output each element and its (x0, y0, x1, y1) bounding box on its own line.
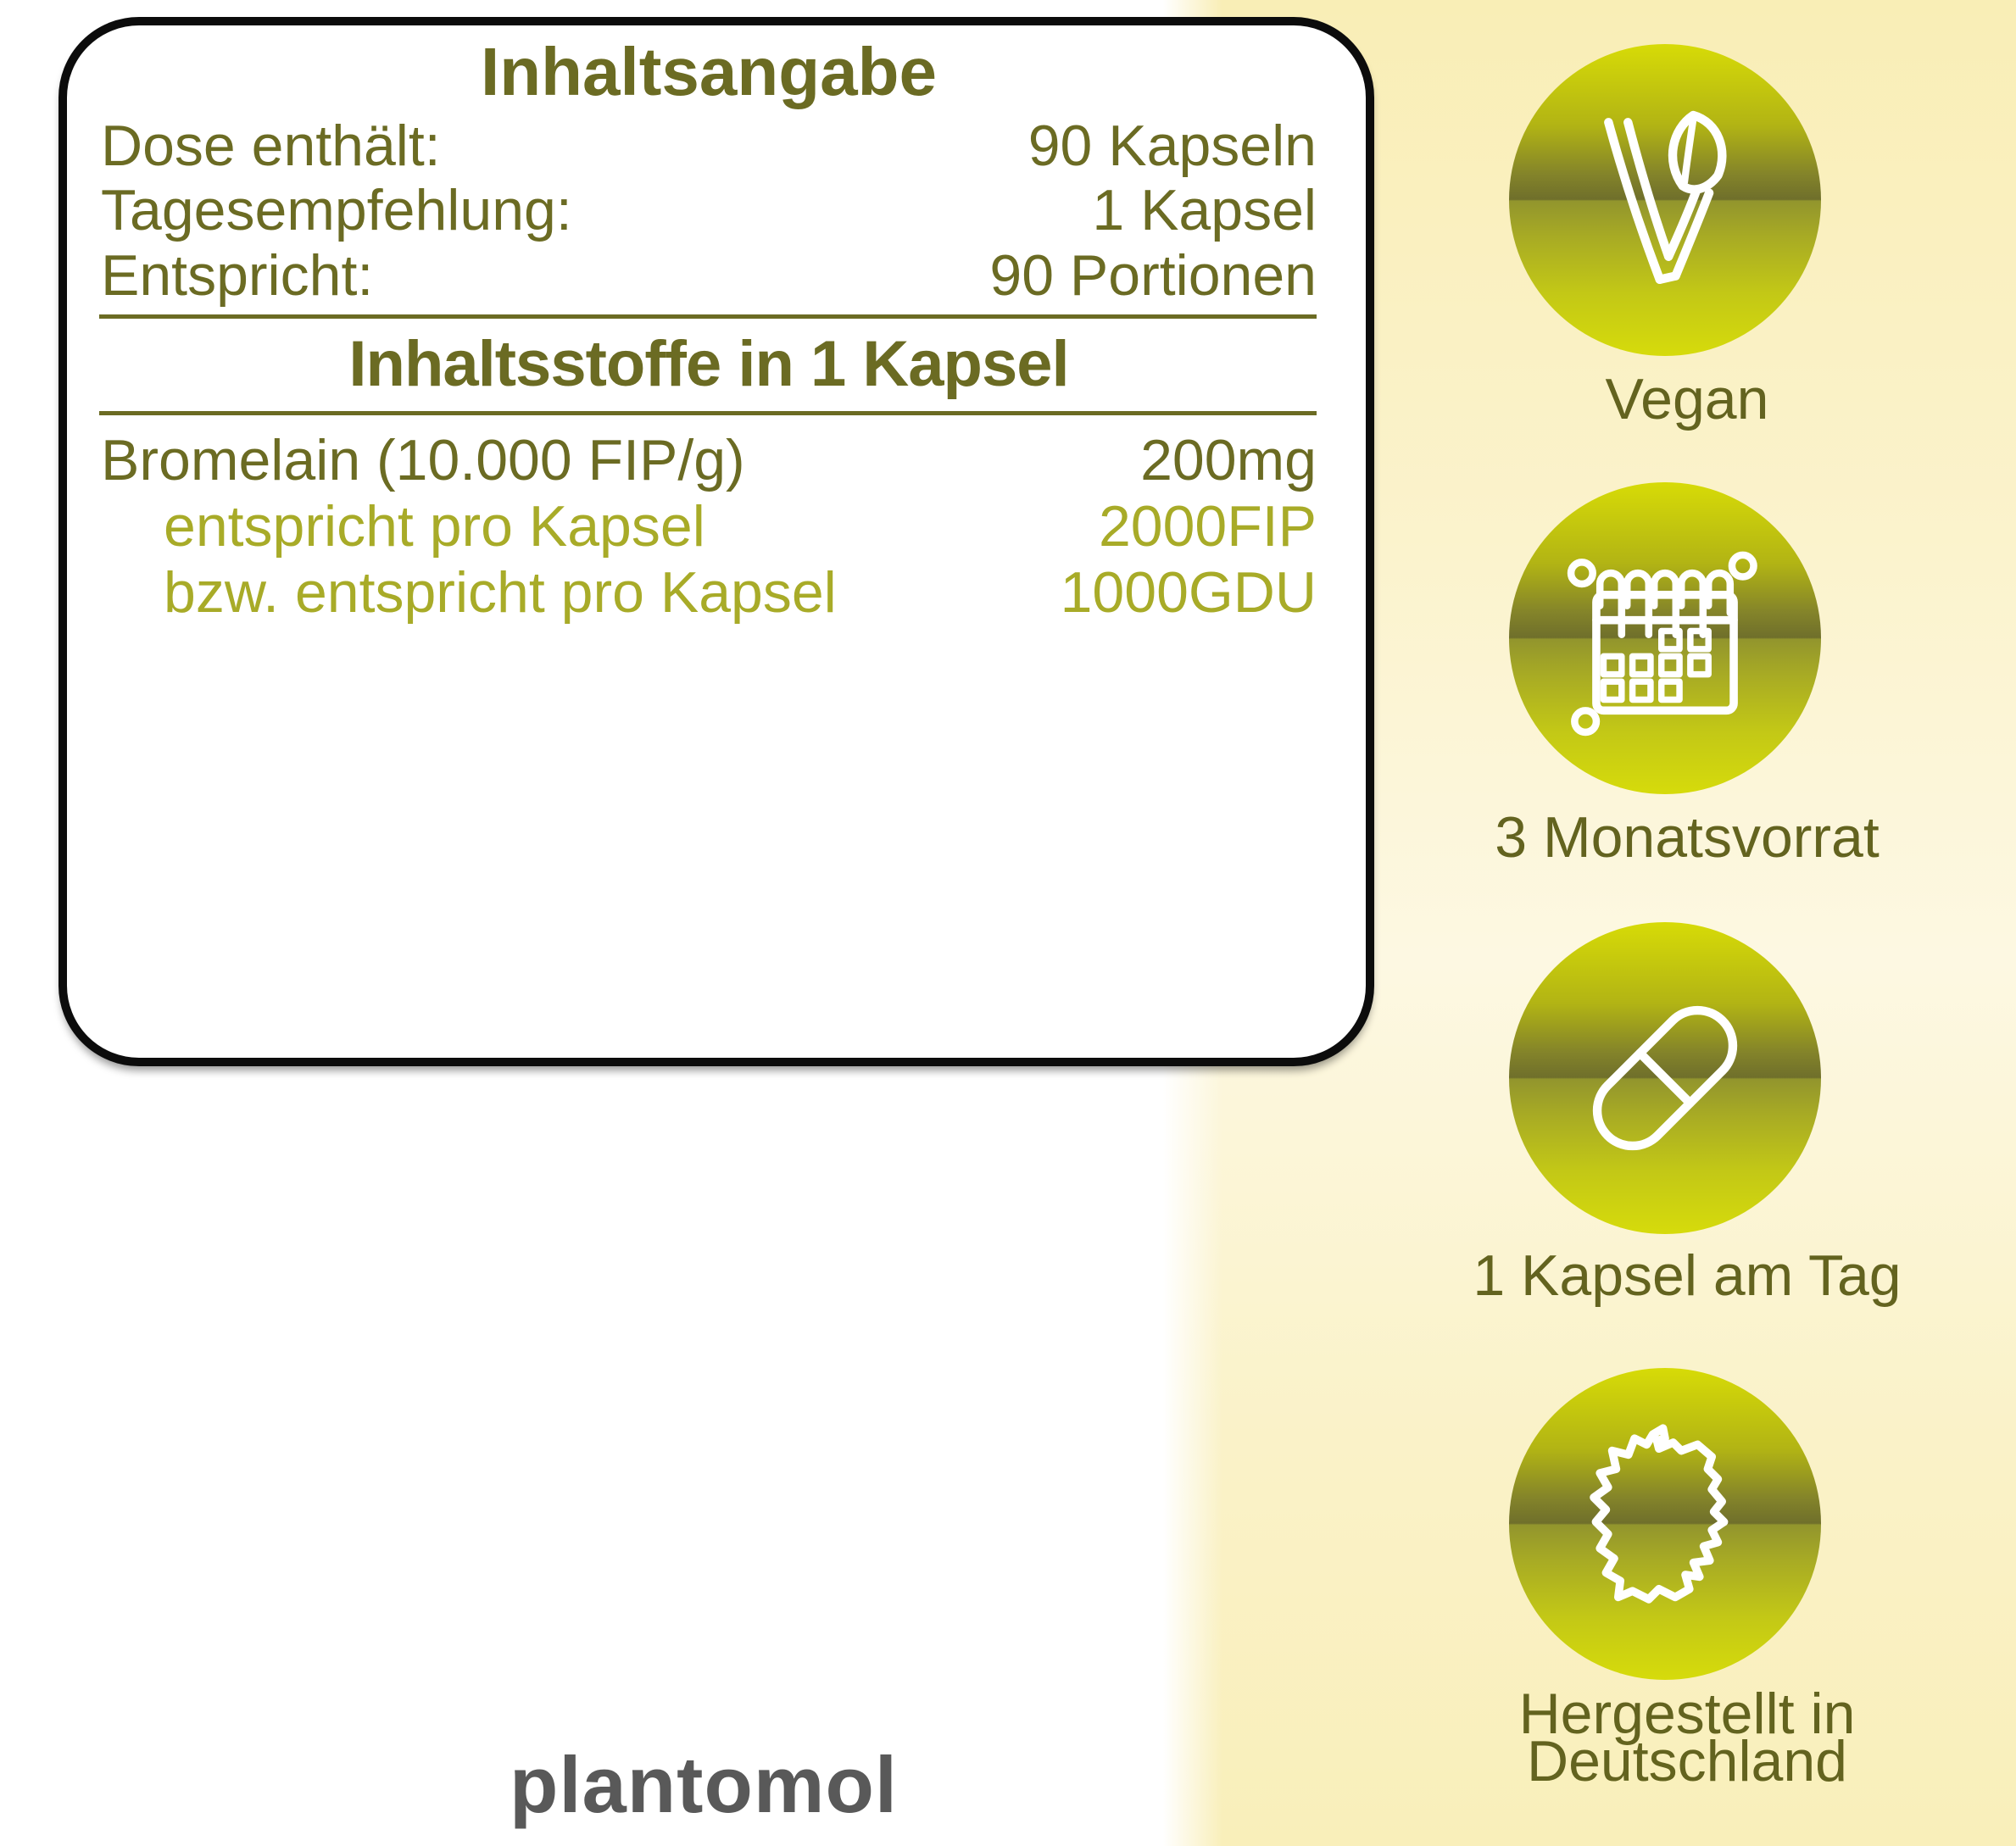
facts-row-dose: Dose enthält: 90 Kapseln (101, 114, 1317, 179)
ingredient-sublabel: entspricht pro Kapsel (164, 494, 705, 559)
ingredient-sublabel: bzw. entspricht pro Kapsel (164, 560, 837, 625)
kapsel-badge (1509, 922, 1821, 1234)
ingredient-row-fip: entspricht pro Kapsel 2000FIP (101, 494, 1317, 559)
facts-row-entspricht: Entspricht: 90 Portionen (101, 243, 1317, 309)
deutschland-caption-line2: Deutschland (1526, 1729, 1848, 1793)
vegan-badge (1509, 44, 1821, 356)
deutschland-caption-line1: Hergestellt in (1518, 1682, 1856, 1746)
section-heading: Inhaltsstoffe in 1 Kapsel (348, 328, 1069, 400)
ingredient-row-bromelain: Bromelain (10.000 FIP/g) 200mg (101, 428, 1317, 493)
ingredient-label: Bromelain (10.000 FIP/g) (101, 428, 745, 492)
panel-title: Inhaltsangabe (481, 34, 937, 109)
facts-label: Dose enthält: (101, 114, 441, 178)
ingredient-value: 200mg (1140, 428, 1317, 492)
monatsvorrat-caption: 3 Monatsvorrat (1495, 805, 1880, 870)
separator-line (99, 314, 1317, 319)
facts-label: Tagesempfehlung: (101, 178, 572, 242)
separator-line (99, 411, 1317, 415)
facts-value: 90 Kapseln (1027, 114, 1317, 178)
facts-value: 1 Kapsel (1092, 178, 1317, 242)
facts-row-tagesempfehlung: Tagesempfehlung: 1 Kapsel (101, 178, 1317, 243)
capsule-icon (1592, 1005, 1738, 1151)
plantomol-logo: plantomol (509, 1740, 899, 1829)
deutschland-badge (1509, 1368, 1821, 1680)
ingredient-subvalue: 2000FIP (1098, 494, 1317, 559)
kapsel-caption: 1 Kapsel am Tag (1473, 1243, 1902, 1308)
deutschland-caption: Hergestellt in Deutschland (1365, 1685, 2009, 1790)
ingredient-row-gdu: bzw. entspricht pro Kapsel 1000GDU (101, 560, 1317, 626)
monatsvorrat-badge (1509, 482, 1821, 794)
vegan-caption: Vegan (1605, 367, 1769, 431)
ingredient-subvalue: 1000GDU (1060, 560, 1317, 625)
vegan-v-leaf-icon (1604, 110, 1727, 284)
germany-map-icon (1590, 1424, 1729, 1604)
facts-value: 90 Portionen (989, 243, 1317, 308)
calendar-icon (1567, 551, 1757, 737)
facts-label: Entspricht: (101, 243, 374, 308)
nutrition-facts-panel: Inhaltsangabe Dose enthält: 90 Kapseln T… (58, 17, 1374, 1066)
